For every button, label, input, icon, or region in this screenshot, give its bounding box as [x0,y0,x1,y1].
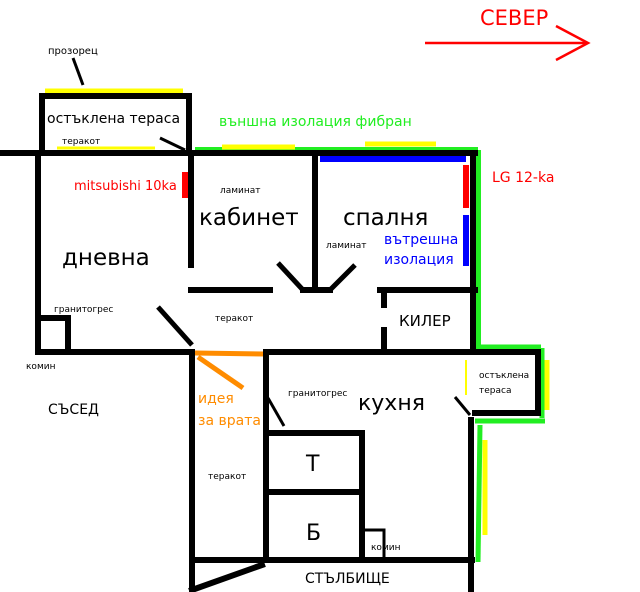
outer-insulation-label: външна изолация фибран [219,114,412,130]
terrace-floor-label: теракот [62,137,100,147]
living-floor-label: гранитогрес [54,305,113,315]
window-label: прозорец [48,46,98,57]
office-label: кабинет [199,205,299,231]
kitchen-floor-label: гранитогрес [288,389,347,399]
inner-insulation-label-2: изолация [384,252,454,268]
terrace-right-label-2: тераса [479,386,511,396]
chimney-left-label: комин [26,362,56,372]
bedroom-floor-label: ламинат [326,241,367,251]
ac-lg-label: LG 12-ka [492,170,554,186]
pantry-label: КИЛЕР [399,312,451,330]
chimney-right-label: комин [371,543,401,553]
neighbor-label: СЪСЕД [48,402,99,418]
bath-label: Б [306,521,321,546]
bedroom-label: спалня [343,205,428,231]
inner-insulation-label-1: вътрешна [384,232,458,248]
terrace-right-label-1: остъклена [479,371,529,381]
ac-mitsubishi-icon [182,172,188,198]
idea-label-1: идея [198,391,234,407]
terrace-top-label: остъклена тераса [47,111,180,127]
north-label: СЕВЕР [480,6,548,30]
kitchen-label: кухня [358,391,425,416]
ac-mitsubishi-label: mitsubishi 10ka [74,179,177,194]
office-floor-label: ламинат [220,186,261,196]
idea-label-2: за врата [198,413,261,429]
ac-lg-icon [463,165,469,208]
stairs-label: СТЪЛБИЩЕ [305,571,390,587]
corridor-floor-label: теракот [208,472,246,482]
living-label: дневна [62,245,150,271]
walls [0,93,541,592]
hall-floor-label: теракот [215,314,253,324]
north-arrow-icon [425,24,591,62]
toilet-label: Т [305,452,320,477]
room-labels: прозорец остъклена тераса теракот външна… [26,46,554,587]
doors [71,57,472,427]
